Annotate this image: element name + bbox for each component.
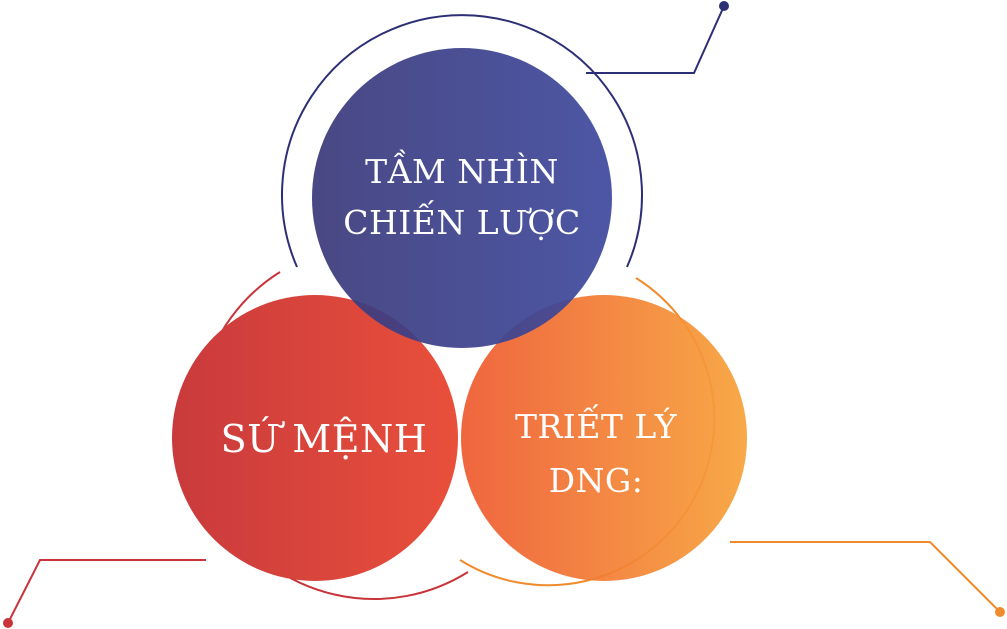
mission-circle bbox=[172, 295, 458, 581]
vision-connector-dot bbox=[719, 1, 729, 11]
mission-connector-dot bbox=[3, 618, 13, 628]
philosophy-label-line1: TRIẾT LÝ bbox=[514, 407, 678, 446]
mission-label: SỨ MỆNH bbox=[174, 408, 474, 470]
philosophy-circle bbox=[461, 295, 747, 581]
mission-label-line1: SỨ MỆNH bbox=[220, 417, 428, 461]
vision-label: TẦM NHÌN CHIẾN LƯỢC bbox=[312, 146, 612, 248]
philosophy-connector-dot bbox=[995, 607, 1005, 617]
philosophy-label-line2: DNG: bbox=[548, 461, 644, 500]
vision-outer-ring bbox=[281, 14, 643, 268]
mission-connector-line bbox=[7, 559, 206, 624]
vision-circle bbox=[312, 48, 612, 348]
philosophy-label: TRIẾT LÝ DNG: bbox=[446, 400, 746, 508]
vision-connector-line bbox=[586, 5, 725, 74]
vision-label-line1: TẦM NHÌN bbox=[365, 152, 559, 191]
vision-label-line2: CHIẾN LƯỢC bbox=[343, 203, 581, 242]
philosophy-connector-line bbox=[730, 541, 1001, 613]
